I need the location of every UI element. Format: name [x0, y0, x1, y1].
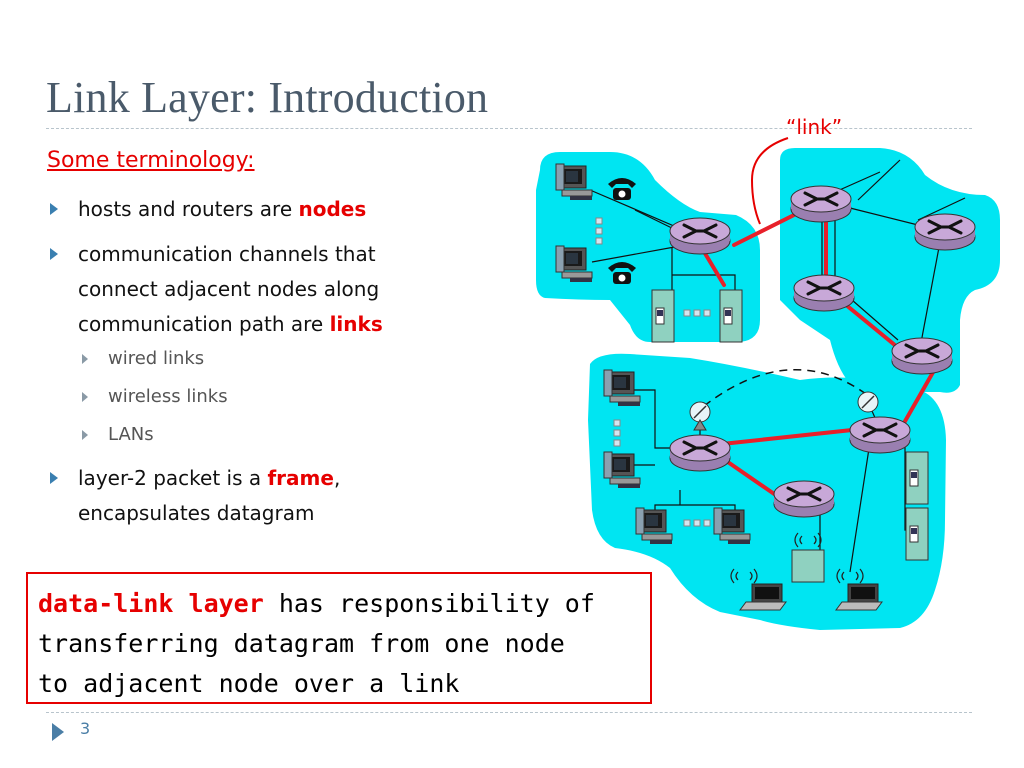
definition-box: data-link layer has responsibility of tr… [26, 572, 652, 704]
definition-line-1: has responsibility of [263, 589, 595, 618]
highlighted-links [698, 212, 942, 500]
definition-line-2: transferring datagram from one node [38, 629, 565, 658]
definition-line-3: to adjacent node over a link [38, 669, 460, 698]
wireless-link-dashed [703, 369, 867, 407]
host-ellipsis-dots [613, 419, 621, 447]
sub-bullet-arrow-icon [82, 392, 88, 402]
router-icon [792, 273, 856, 313]
satellite-dish-icon [689, 401, 711, 431]
host-ellipsis-dots [683, 519, 711, 527]
link-pointer-curve [750, 137, 789, 225]
satellite-dish-icon [857, 391, 879, 413]
router-icon [772, 479, 836, 519]
bullet-arrow-icon [50, 472, 58, 484]
sub-bullet-arrow-icon [82, 354, 88, 364]
page-number: 3 [80, 719, 91, 738]
bullet-frame: layer-2 packet is a frame, encapsulates … [78, 466, 341, 525]
sub-bullet-wireless: wireless links [108, 386, 228, 407]
server-icon [651, 289, 675, 343]
server-ellipsis-dots [683, 309, 711, 317]
network-cloud-top-right [780, 148, 1000, 393]
host-ellipsis-dots [595, 217, 603, 245]
terminology-heading: Some terminology: [47, 148, 255, 173]
access-point-icon [791, 549, 825, 583]
router-icon [848, 415, 912, 455]
sub-bullet-arrow-icon [82, 430, 88, 440]
sub-bullet-wired: wired links [108, 348, 205, 369]
router-icon [789, 184, 853, 224]
bullet-arrow-icon [50, 248, 58, 260]
title-divider [46, 128, 972, 129]
bullet-nodes: hosts and routers are nodes [78, 197, 367, 221]
server-icon [719, 289, 743, 343]
definition-term: data-link layer [38, 589, 264, 618]
server-icon [905, 451, 929, 505]
footer-divider [46, 712, 972, 713]
router-icon [668, 433, 732, 473]
router-icon [890, 336, 954, 376]
server-icon [905, 507, 929, 561]
router-icon [668, 216, 732, 256]
bullet-arrow-icon [50, 203, 58, 215]
router-icon [913, 212, 977, 252]
bullet-links: communication channels that connect adja… [78, 242, 383, 336]
link-label: “link” [786, 115, 842, 139]
slide-title: Link Layer: Introduction [46, 73, 489, 122]
sub-bullet-lans: LANs [108, 424, 154, 445]
footer-arrow-icon [52, 723, 64, 741]
